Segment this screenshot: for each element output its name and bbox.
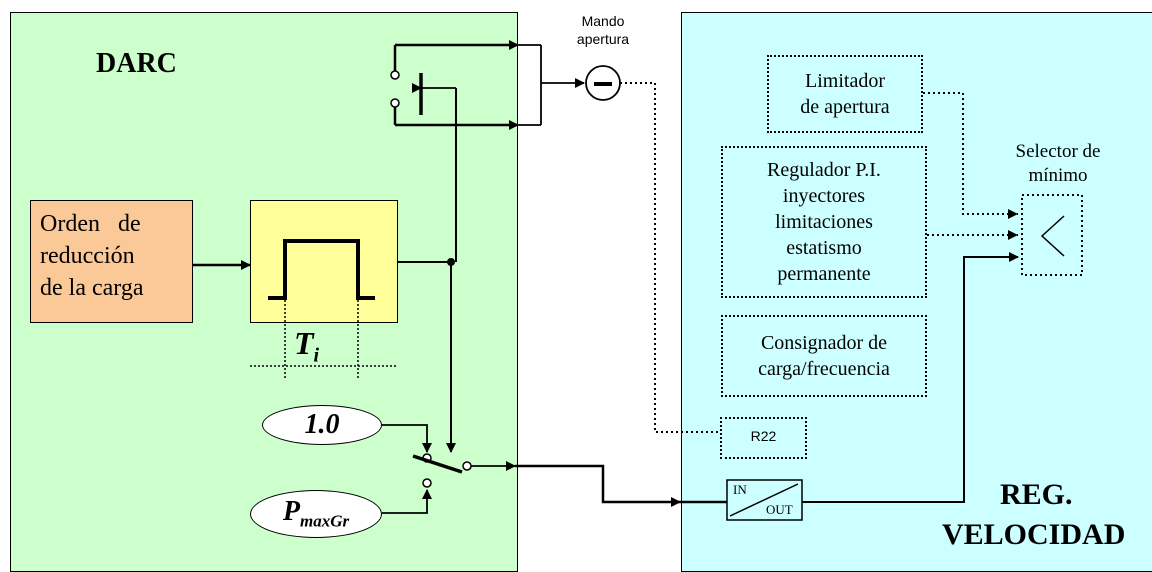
- orden-text: Orden de reducción de la carga: [40, 208, 188, 304]
- reg-velocidad-panel: [681, 12, 1152, 572]
- pmax-sub: maxGr: [299, 511, 350, 531]
- pulse-waveform: [268, 239, 451, 300]
- ti-sub: i: [313, 344, 320, 367]
- out-label: OUT: [766, 502, 793, 517]
- regulador-pi-box: Regulador P.I. inyectores limitaciones e…: [721, 146, 927, 298]
- reg-title-line1: REG.: [1000, 478, 1073, 511]
- selector-label-line1: Selector de: [1015, 141, 1101, 162]
- darc-title: DARC: [96, 48, 177, 79]
- in-label: IN: [733, 482, 747, 497]
- orden-line2: reducción: [40, 243, 135, 269]
- pmax-main: P: [282, 496, 300, 528]
- mando-label-line1: Mando: [581, 13, 625, 29]
- r22-label: R22: [750, 428, 777, 444]
- in-out-block: [726, 479, 803, 521]
- selector-minimo-block: [1021, 194, 1083, 276]
- one-label: 1.0: [304, 409, 340, 440]
- orden-reduccion-box: [30, 200, 193, 323]
- selector-label: Selector de mínimo: [998, 140, 1118, 188]
- mando-label-line2: apertura: [576, 31, 630, 47]
- pmax-ellipse: PmaxGr: [250, 490, 382, 538]
- r22-box: [720, 417, 807, 459]
- orden-line1: Orden de: [40, 211, 141, 237]
- orden-line3: de la carga: [40, 275, 144, 301]
- selector-switch: [412, 453, 516, 488]
- pmax-label: PmaxGr: [283, 496, 349, 532]
- consignador-box: Consignador de carga/frecuencia: [721, 315, 927, 397]
- ti-main: T: [294, 325, 314, 361]
- ti-label: Ti: [294, 325, 319, 367]
- pulse-box: [250, 200, 398, 323]
- limitador-apertura-box: Limitador de apertura: [767, 55, 923, 133]
- reg-title-line2: VELOCIDAD: [942, 518, 1126, 551]
- mando-label: Mando apertura: [560, 12, 646, 48]
- one-ellipse: 1.0: [262, 405, 382, 445]
- apertura-switch: [390, 40, 519, 130]
- selector-label-line2: mínimo: [1028, 165, 1088, 186]
